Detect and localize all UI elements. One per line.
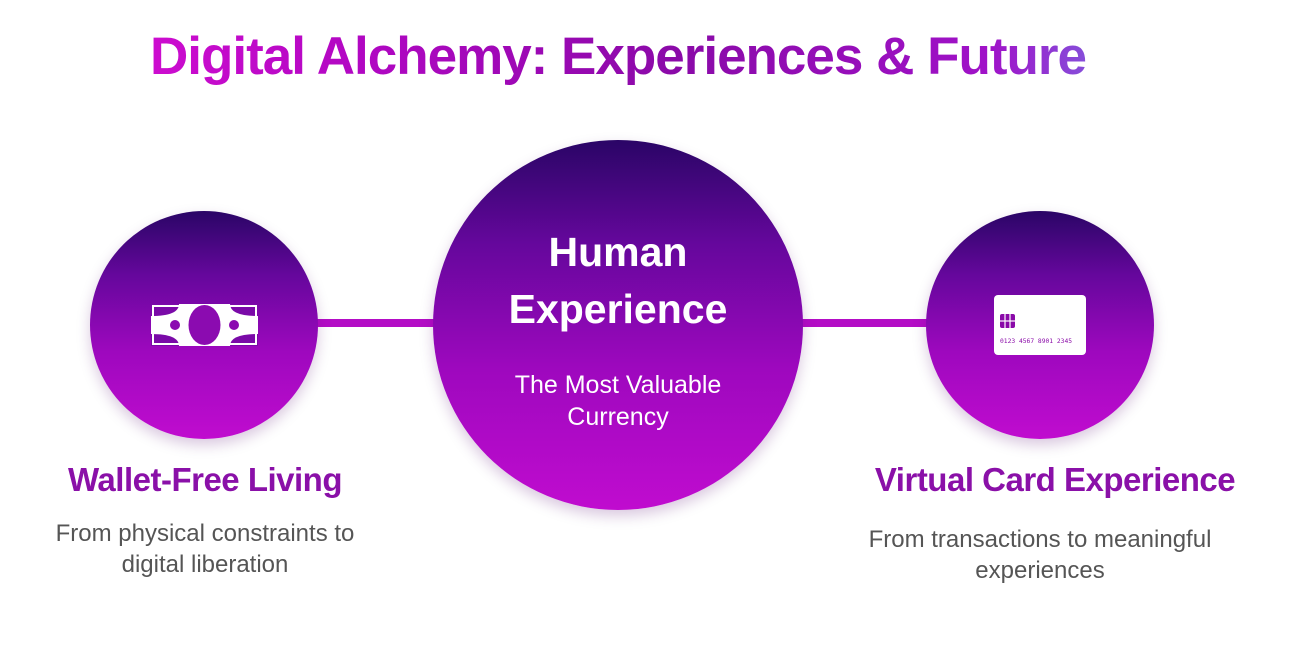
connector-right (790, 319, 940, 327)
wallet-free-description: From physical constraints to digital lib… (20, 518, 390, 580)
wallet-free-title: Wallet-Free Living (68, 461, 342, 498)
virtual-card-description-line2: experiences (975, 557, 1105, 584)
center-title: Human Experience (433, 224, 803, 338)
human-experience-circle: Human Experience The Most Valuable Curre… (433, 140, 803, 510)
banknote-icon (151, 304, 258, 346)
virtual-card-description: From transactions to meaningful experien… (830, 524, 1250, 586)
wallet-free-circle (90, 211, 318, 439)
virtual-card-description-line1: From transactions to meaningful (868, 526, 1212, 553)
virtual-card-title: Virtual Card Experience (874, 461, 1236, 498)
center-subtitle: The Most Valuable Currency (433, 369, 803, 433)
card-number: 0123 4567 8901 2345 (1000, 338, 1072, 345)
connector-left (310, 319, 450, 327)
page-title: Digital Alchemy: Experiences & Future (0, 22, 1236, 92)
wallet-free-description-line1: From physical constraints to (55, 520, 355, 547)
credit-card-icon: 0123 4567 8901 2345 (994, 295, 1086, 355)
center-title-line1: Human (548, 229, 688, 275)
center-title-line2: Experience (508, 286, 728, 332)
center-subtitle-line1: The Most Valuable (514, 371, 722, 399)
wallet-free-description-line2: digital liberation (121, 551, 289, 578)
center-subtitle-line2: Currency (567, 403, 669, 431)
virtual-card-circle: 0123 4567 8901 2345 (926, 211, 1154, 439)
